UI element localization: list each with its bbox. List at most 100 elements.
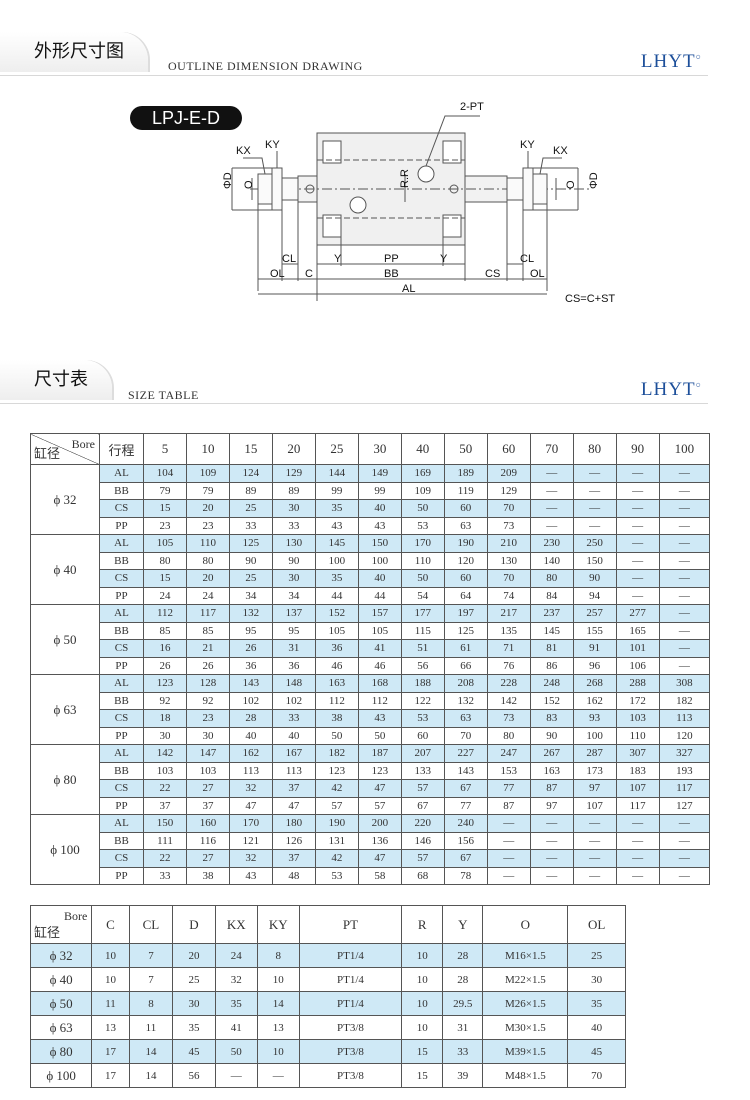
table-cell: 53 [314,866,359,885]
table-cell: 155 [572,621,617,640]
table-cell: 162 [572,691,617,710]
table-cell: 35 [314,499,359,518]
table-cell: 149 [357,464,402,483]
table-cell: 44 [314,586,359,605]
table-cell: 60 [400,726,445,745]
table-cell: — [529,831,574,850]
table-cell: 143 [443,761,488,780]
header-ky: KY [256,905,300,944]
table-cell: — [486,814,531,833]
bore-cell: ϕ 40 [30,534,100,605]
table-cell: 35 [214,991,258,1016]
table-cell: 113 [658,709,711,728]
table-cell: 43 [357,516,402,535]
table-cell: 23 [185,709,230,728]
table-cell: — [658,621,711,640]
table-cell: 250 [572,534,617,553]
table-cell: — [572,464,617,483]
table-cell: — [615,464,660,483]
table-cell: — [658,569,711,588]
table-cell: — [658,814,711,833]
table-cell: 24 [143,586,187,605]
table-cell: 36 [314,639,359,658]
table-cell: 163 [529,761,574,780]
table-cell: 53 [400,709,445,728]
table-cell: 15 [401,1063,444,1088]
table-cell: 100 [357,551,402,570]
table-cell: — [615,534,660,553]
table-cell: 77 [486,779,531,798]
table-cell: 102 [271,691,316,710]
table-cell: 80 [143,551,187,570]
section-title-cn: 尺寸表 [34,369,88,390]
row-label-cs: CS [99,709,144,728]
table-cell: 124 [228,464,273,483]
table-cell: 14 [256,991,300,1016]
table-cell: 50 [400,499,445,518]
table-cell: — [572,516,617,535]
table-cell: 287 [572,744,617,763]
svg-text:CS: CS [485,268,500,280]
table-cell: 79 [143,481,187,500]
table-cell: 247 [486,744,531,763]
table-cell: 20 [185,569,230,588]
table-cell: 67 [400,796,445,815]
table-cell: 89 [228,481,273,500]
table-cell: — [615,516,660,535]
table-cell: 10 [256,967,300,992]
table-cell: 120 [443,551,488,570]
table-cell: PT1/4 [298,943,403,968]
table-cell: 90 [271,551,316,570]
table-cell: 15 [401,1039,444,1064]
bore-label-cn: 缸径 [34,447,61,462]
section-divider [0,75,708,76]
brand-logo: LHYT○ [640,379,702,400]
table-cell: 84 [529,586,574,605]
table-cell: 145 [314,534,359,553]
table-cell: — [658,516,711,535]
table-cell: 105 [314,621,359,640]
table-cell: 172 [615,691,660,710]
svg-text:R.R: R.R [399,169,411,188]
table-cell: 36 [271,656,316,675]
table-cell: M16×1.5 [482,943,569,968]
table-cell: 90 [572,569,617,588]
table-cell: 99 [357,481,402,500]
stroke-header-10: 10 [185,433,230,465]
table-cell: 100 [314,551,359,570]
table-cell: 44 [357,586,402,605]
table-cell: 20 [172,943,216,968]
model-label: LPJ-E-D [130,106,242,130]
table-cell: 277 [615,604,660,623]
table-cell: 8 [256,943,300,968]
table-cell: 51 [400,639,445,658]
table-cell: 24 [214,943,258,968]
table-cell: 152 [314,604,359,623]
table-cell: — [615,849,660,868]
table-cell: 67 [443,849,488,868]
table-cell: 43 [357,709,402,728]
table-cell: 170 [228,814,273,833]
table-cell: 47 [357,779,402,798]
table-cell: 57 [357,796,402,815]
table-cell: 56 [400,656,445,675]
table-cell: 80 [486,726,531,745]
table-cell: — [615,866,660,885]
table-cell: 110 [615,726,660,745]
table-cell: 45 [567,1039,626,1064]
table-cell: 177 [400,604,445,623]
table-cell: 257 [572,604,617,623]
table-cell: 169 [400,464,445,483]
table-cell: 17 [91,1039,130,1064]
table-cell: 197 [443,604,488,623]
table-cell: 30 [567,967,626,992]
table-cell: 327 [658,744,711,763]
table-cell: — [658,499,711,518]
